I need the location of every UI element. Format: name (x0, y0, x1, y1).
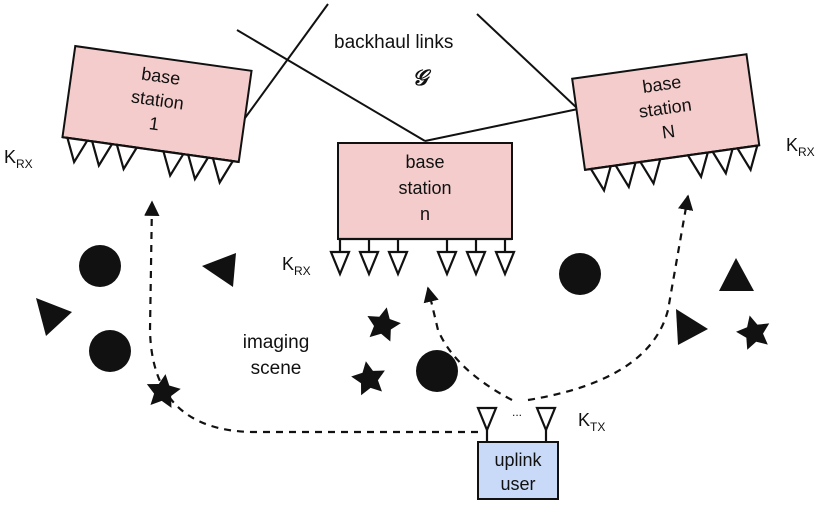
base-station-N-line3: N (661, 121, 677, 143)
backhaul-label: backhaul links (334, 32, 453, 53)
graph-symbol: 𝒢 (412, 65, 432, 91)
base-station-1-line3: 1 (148, 113, 161, 134)
backhaul-line-4 (476, 13, 579, 110)
base-station-N: base station N (571, 53, 761, 194)
path-to-station-n (423, 286, 513, 401)
uplink-user-line1: uplink (494, 450, 542, 470)
imaging-scene-label-line1: imaging (243, 332, 310, 353)
uplink-user-dots: ... (512, 405, 522, 419)
path-to-station-N (527, 194, 694, 402)
scene-objects (36, 245, 770, 408)
scene-star-2 (351, 361, 385, 396)
base-station-N-antennas (584, 144, 760, 194)
backhaul-links (236, 3, 579, 142)
path-to-station-1 (144, 200, 478, 434)
scene-circle-1 (79, 245, 121, 287)
scene-star-1 (367, 307, 401, 342)
base-station-n-line2: station (398, 178, 451, 198)
base-station-n-k-label: KRX (282, 254, 311, 278)
backhaul-line-2 (236, 29, 426, 142)
uplink-user-antennas (476, 406, 557, 442)
uplink-user-k-label: KTX (578, 410, 605, 434)
base-station-n-line1: base (405, 152, 444, 172)
backhaul-line-3 (424, 108, 579, 142)
base-station-N-k-label: KRX (786, 135, 815, 159)
base-station-1-antennas (62, 136, 239, 186)
signal-paths (144, 194, 694, 434)
uplink-user: ... uplink user (476, 405, 559, 500)
uplink-user-box (477, 441, 559, 500)
uplink-user-line2: user (500, 474, 535, 494)
base-station-n: base station n (329, 142, 516, 277)
scene-circle-4 (416, 350, 458, 392)
scene-triangle-4 (676, 309, 708, 345)
scene-triangle-3 (719, 258, 754, 291)
scene-star-4 (736, 315, 770, 350)
scene-triangle-1 (202, 253, 236, 287)
backhaul-line-1 (244, 3, 329, 119)
base-station-n-antennas (329, 237, 516, 277)
base-station-n-line3: n (420, 204, 430, 224)
scene-circle-3 (559, 253, 601, 295)
imaging-scene-label-line2: scene (251, 358, 302, 379)
scene-circle-2 (89, 330, 131, 372)
scene-triangle-2 (36, 298, 72, 336)
base-station-1-k-label: KRX (4, 147, 33, 171)
scene-star-3 (146, 374, 181, 408)
base-station-1: base station 1 (61, 44, 253, 186)
